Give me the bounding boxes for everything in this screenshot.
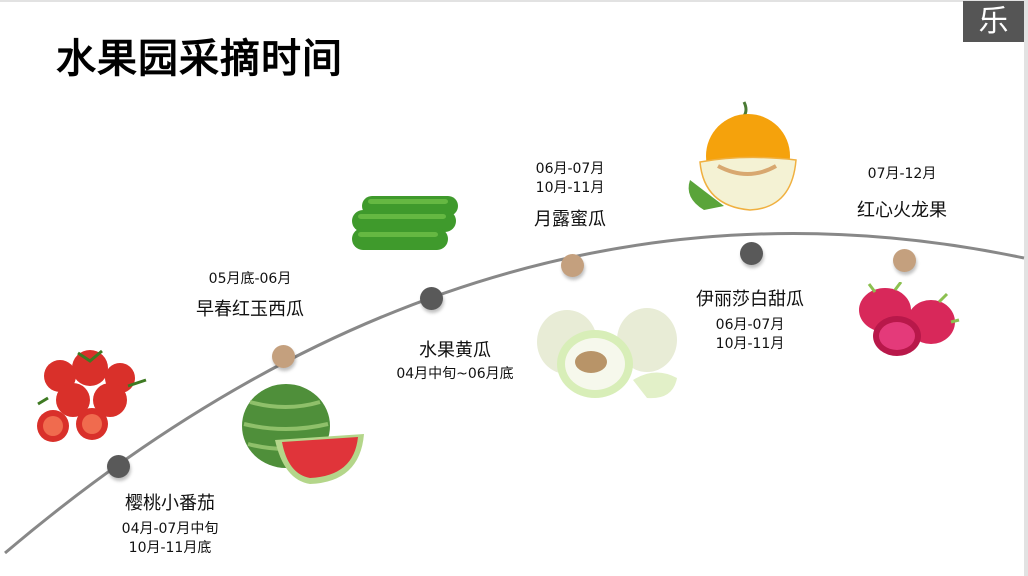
cherry-tomato-image xyxy=(37,349,147,442)
timeline-dot-honeydew xyxy=(561,254,584,277)
fruit-date: 10月-11月 xyxy=(535,180,605,196)
fruit-date: 04月中旬~06月底 xyxy=(396,366,514,382)
timeline-dot-cantaloupe xyxy=(740,242,763,265)
fruit-name: 水果黄瓜 xyxy=(419,340,491,361)
cucumber-image xyxy=(352,196,458,250)
fruit-date: 06月-07月 xyxy=(535,161,605,177)
fruit-date: 10月-11月底 xyxy=(128,540,212,556)
honeydew-image xyxy=(537,308,677,399)
fruit-date: 05月底-06月 xyxy=(208,271,292,287)
timeline-dot-watermelon xyxy=(272,345,295,368)
fruit-date: 04月-07月中旬 xyxy=(121,521,219,537)
fruit-name: 伊丽莎白甜瓜 xyxy=(696,289,804,310)
cantaloupe-image xyxy=(688,101,797,211)
fruit-date: 07月-12月 xyxy=(867,166,937,182)
fruit-name: 樱桃小番茄 xyxy=(125,493,215,514)
page-title: 水果园采摘时间 xyxy=(56,36,343,82)
timeline-dot-cucumber xyxy=(420,287,443,310)
fruit-date: 06月-07月 xyxy=(715,317,785,333)
window-frame-top xyxy=(0,0,1028,2)
fruit-name: 早春红玉西瓜 xyxy=(196,299,304,320)
timeline-dot-cherry-tomato xyxy=(107,455,130,478)
fruit-date: 10月-11月 xyxy=(715,336,785,352)
fruit-name: 红心火龙果 xyxy=(857,200,947,221)
fruit-name: 月露蜜瓜 xyxy=(534,209,606,230)
window-frame-right xyxy=(1024,0,1028,576)
logo-badge: 乐 xyxy=(963,1,1024,42)
dragon-fruit-image xyxy=(859,282,960,356)
watermelon-image xyxy=(242,384,364,484)
timeline-dot-dragon-fruit xyxy=(893,249,916,272)
